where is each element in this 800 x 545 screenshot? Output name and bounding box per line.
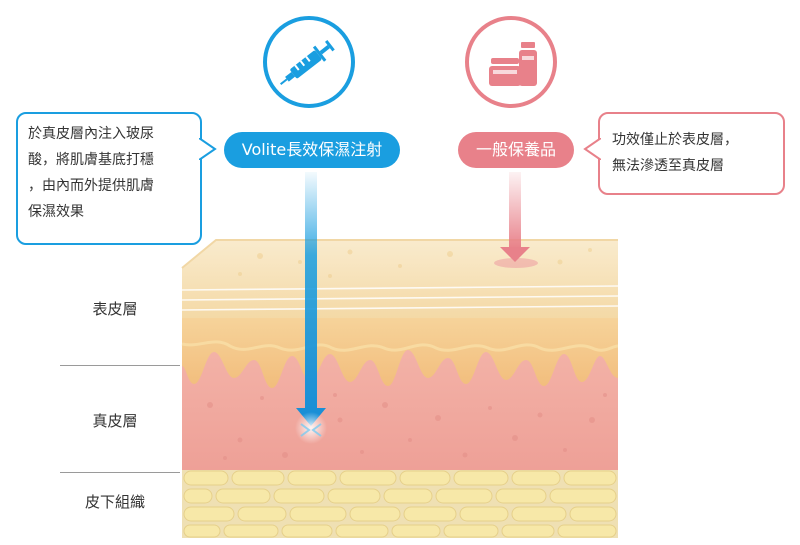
cosmetic-jars-icon — [469, 20, 553, 104]
dermis-label: 真皮層 — [60, 410, 170, 431]
syringe-icon — [267, 20, 351, 104]
injection-callout-pointer — [199, 138, 217, 160]
injection-description-line: 酸，將肌膚基底打穩 — [28, 147, 190, 173]
injection-description-line: 保濕效果 — [28, 199, 190, 225]
skin-surface-shape — [182, 240, 618, 318]
injection-description-line: ，由內而外提供肌膚 — [28, 173, 190, 199]
syringe-icon-circle — [263, 16, 355, 108]
subcutaneous-layer-shape — [182, 468, 618, 538]
jars-icon-circle — [465, 16, 557, 108]
skincare-depth-arrow — [500, 172, 530, 262]
skincare-label-pill: 一般保養品 — [458, 132, 574, 168]
skincare-description-callout: 功效僅止於表皮層， 無法滲透至真皮層 — [598, 112, 785, 195]
epidermis-label: 表皮層 — [60, 298, 170, 319]
skincare-description-line: 無法滲透至真皮層 — [612, 153, 771, 179]
injection-label-pill: Volite長效保濕注射 — [224, 132, 400, 168]
subcutaneous-label: 皮下組織 — [60, 491, 170, 512]
skincare-description-line: 功效僅止於表皮層， — [612, 127, 771, 153]
injection-description-callout: 於真皮層內注入玻尿 酸，將肌膚基底打穩 ，由內而外提供肌膚 保濕效果 — [16, 112, 202, 245]
dermis-subcutaneous-divider — [60, 472, 180, 473]
epidermis-dermis-divider — [60, 365, 180, 366]
skincare-callout-pointer — [583, 138, 601, 160]
injection-description-line: 於真皮層內注入玻尿 — [28, 121, 190, 147]
